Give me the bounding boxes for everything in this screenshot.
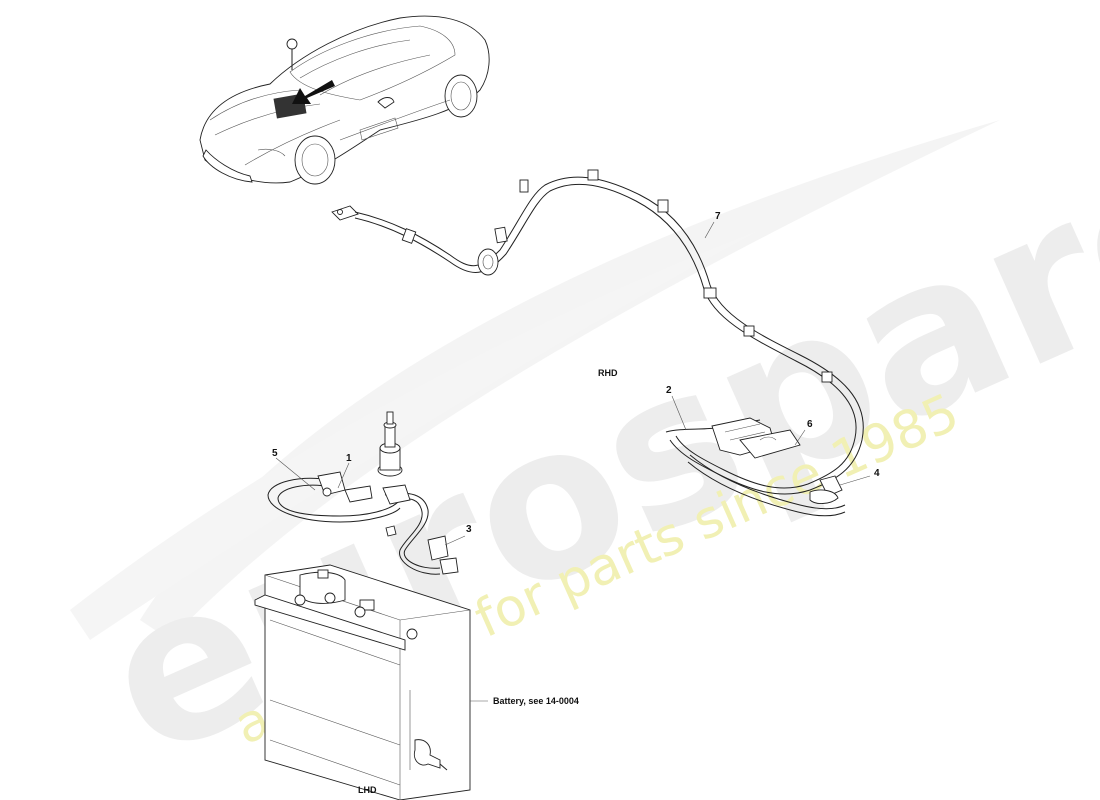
battery-illustration bbox=[254, 564, 471, 800]
location-arrow-icon bbox=[292, 80, 335, 104]
callouts: 1 2 3 4 5 6 7 bbox=[272, 211, 880, 535]
rhd-cable-assembly bbox=[331, 169, 864, 517]
callout-1: 1 bbox=[346, 453, 352, 464]
callout-2: 2 bbox=[666, 385, 672, 396]
callout-4: 4 bbox=[874, 468, 880, 479]
callout-6: 6 bbox=[807, 419, 813, 430]
lhd-assembly bbox=[267, 411, 459, 575]
rhd-label: RHD bbox=[598, 368, 618, 378]
callout-5: 5 bbox=[272, 448, 278, 459]
lhd-label: LHD bbox=[358, 785, 377, 795]
callout-7: 7 bbox=[715, 211, 721, 222]
leader-lines bbox=[275, 221, 871, 702]
callout-3: 3 bbox=[466, 524, 472, 535]
battery-reference-label: Battery, see 14-0004 bbox=[493, 696, 579, 706]
car-overview-icon bbox=[199, 15, 490, 185]
